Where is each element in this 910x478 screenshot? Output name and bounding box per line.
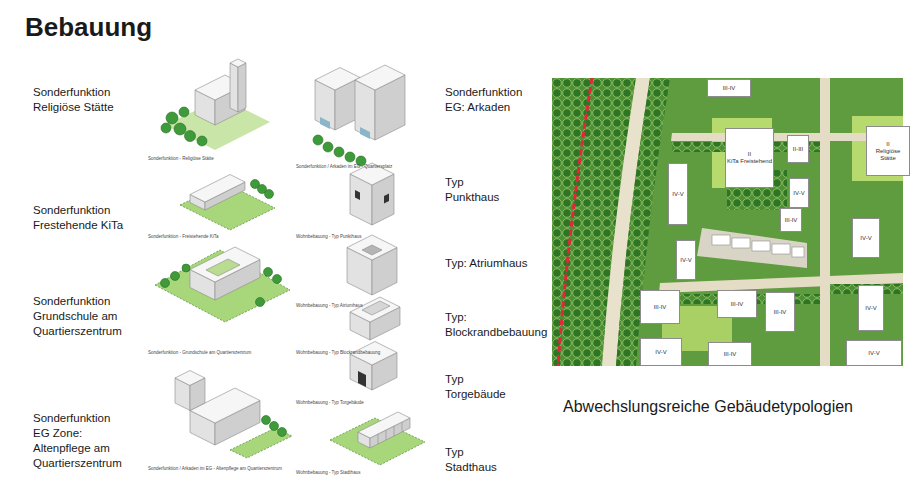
building-block: IV-V <box>846 340 902 366</box>
typology-label: Typ: Blockrandbebauung <box>445 310 549 340</box>
building-block: III-IV <box>708 342 752 366</box>
storey-label: II-III <box>793 146 803 153</box>
figure-caption: Sonderfunktion - Grundschule am Quartier… <box>148 350 251 355</box>
typology-label: Sonderfunktion Frestehende KiTa <box>33 203 129 233</box>
storey-label: II <box>748 151 751 158</box>
storey-label: III-IV <box>724 351 737 358</box>
building-block: IIReligiöse Stätte <box>866 126 910 176</box>
building-block: IV-V <box>640 338 682 366</box>
typology-label: Typ Punkthaus <box>445 175 507 205</box>
building-block: IV-V <box>852 218 880 258</box>
typology-label: Sonderfunktion Religiöse Stätte <box>33 85 129 115</box>
figure-caption: Wohnbebauung - Typ Atriumhaus <box>296 303 363 308</box>
storey-label: IV-V <box>672 191 683 198</box>
storey-label: IV-V <box>655 349 666 356</box>
typology-label: Sonderfunktion EG Zone: Altenpflege am Q… <box>33 411 129 471</box>
storey-label: II <box>886 141 889 148</box>
building-block: III-IV <box>717 290 757 318</box>
building-block: III-IV <box>640 290 680 324</box>
storey-label: Religiöse Stätte <box>868 148 908 162</box>
figure-caption: Sonderfunktion - Religiöse Stätte <box>148 156 214 161</box>
typology-label: Typ Torgebäude <box>445 372 515 402</box>
figure-caption: Sonderfunktion - Freistehende KiTa <box>148 234 219 239</box>
building-block: IV-V <box>676 240 696 280</box>
page-title: Bebauung <box>25 12 152 42</box>
building-block: III-IV <box>780 208 802 232</box>
building-block: IV-V <box>668 163 688 225</box>
typology-label: Sonderfunktion Grundschule am Quartiersz… <box>33 294 129 339</box>
building-block: IV-V <box>789 178 809 208</box>
storey-label: III-IV <box>774 309 787 316</box>
storey-label: IV-V <box>860 235 871 242</box>
building-block: IV-V <box>858 285 884 331</box>
typology-label: Typ: Atriumhaus <box>445 256 555 271</box>
figure-caption: Sonderfunktion / Arkaden im EG - Altenpf… <box>148 466 282 471</box>
building-block: IIKiTa Freistehend <box>725 128 774 188</box>
figure-caption: Wohnbebauung - Typ Punkthaus <box>296 234 361 239</box>
storey-label: III-IV <box>731 301 744 308</box>
typology-label: Typ Stadthaus <box>445 445 505 475</box>
storey-label: IV-V <box>793 190 804 197</box>
figure-caption: Wohnbebauung - Typ Stadthaus <box>296 470 360 475</box>
figure-caption: Wohnbebauung - Typ Blockrandbebauung <box>296 350 380 355</box>
storey-label: III-IV <box>723 85 736 92</box>
figure-caption: Sonderfunktion / Arkaden im EG - Quartie… <box>296 164 392 169</box>
building-block: III-IV <box>707 79 751 97</box>
figure-caption: Wohnbebauung - Typ Torgebäude <box>296 400 364 405</box>
typology-label: Sonderfunktion EG: Arkaden <box>445 85 540 115</box>
page-caption: Abwechslungsreiche Gebäudetypologien <box>563 397 853 417</box>
building-block: II-III <box>787 135 809 163</box>
storey-label: III-IV <box>654 304 667 311</box>
storey-label: IV-V <box>868 350 879 357</box>
storey-label: III-IV <box>785 217 798 224</box>
building-block: III-IV <box>765 292 795 332</box>
storey-label: IV-V <box>865 305 876 312</box>
storey-label: KiTa Freistehend <box>727 158 772 165</box>
storey-label: IV-V <box>680 257 691 264</box>
